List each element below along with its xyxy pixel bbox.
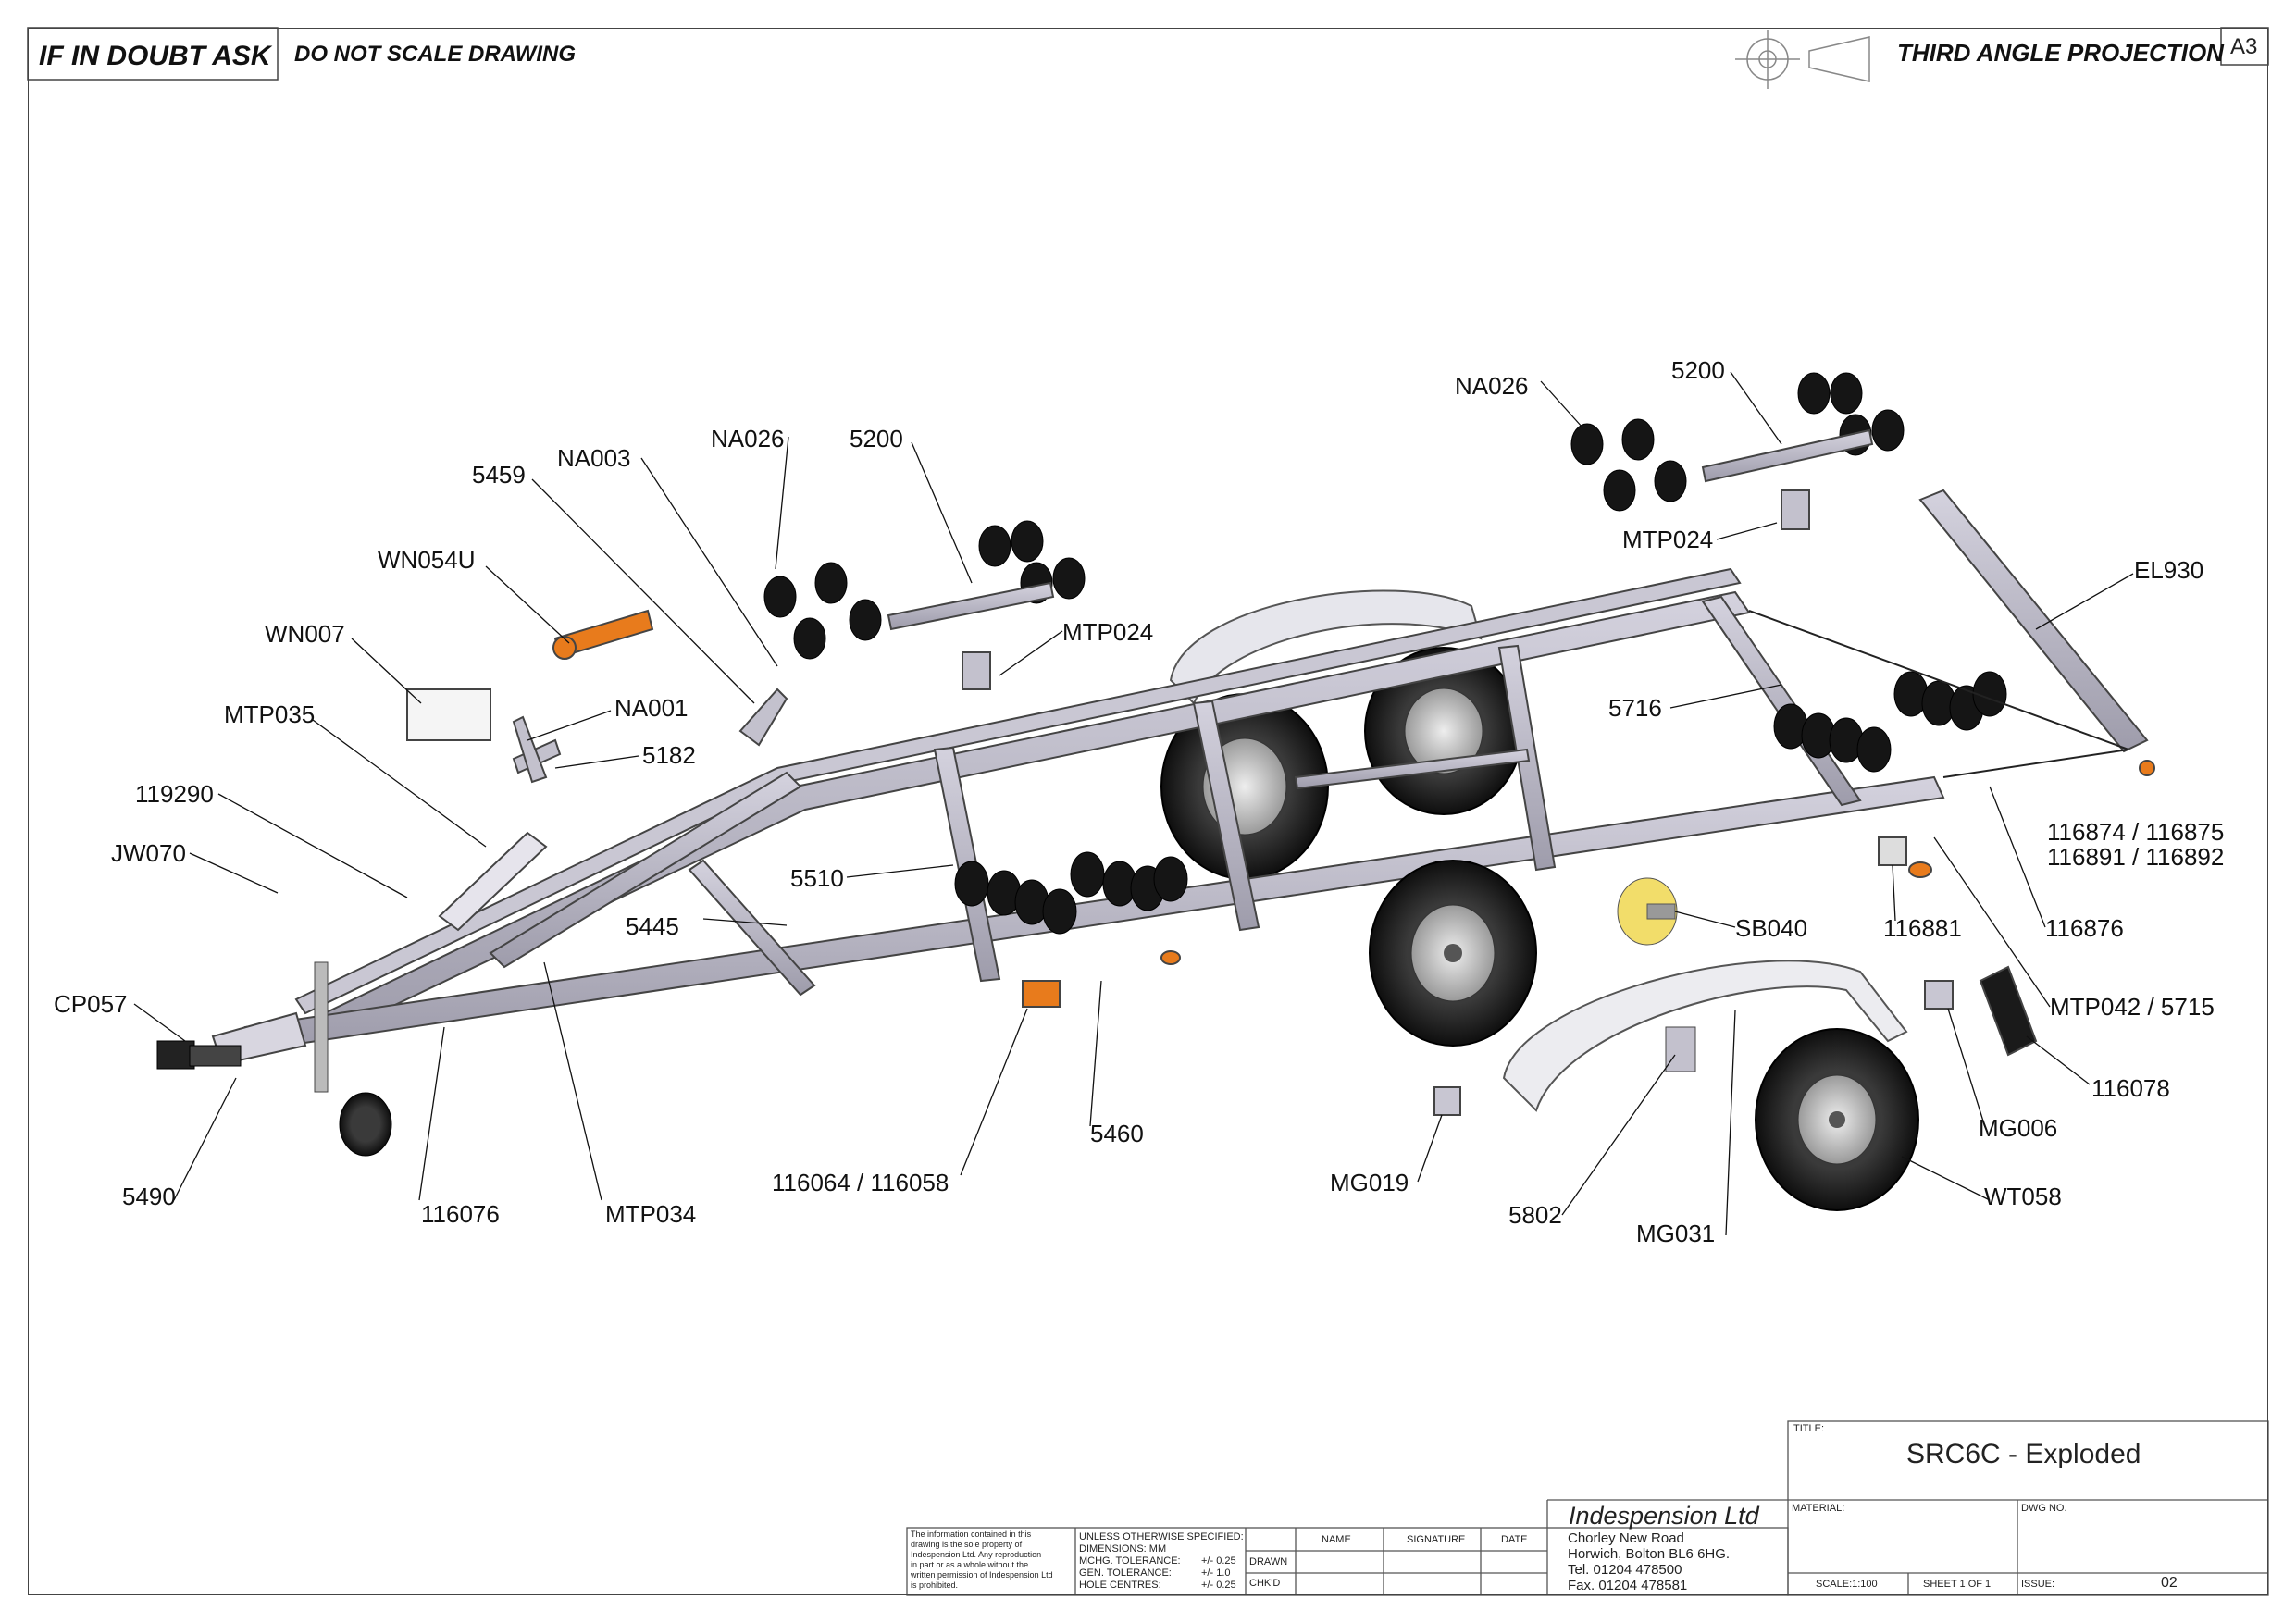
company-address-2: Horwich, Bolton BL6 6HG. (1568, 1546, 1731, 1562)
disclaimer-line-6: is prohibited. (911, 1580, 959, 1590)
do-not-scale-drawing: DO NOT SCALE DRAWING (294, 42, 576, 67)
callout-na001: NA001 (614, 694, 689, 722)
callout-mtp024-rear: MTP024 (1622, 526, 1714, 553)
callout-5490: 5490 (122, 1183, 176, 1210)
company-tel: Tel. 01204 478500 (1568, 1562, 1682, 1578)
row-drawn: DRAWN (1249, 1556, 1288, 1567)
hub-sb040 (1617, 877, 1678, 946)
callout-5716: 5716 (1608, 694, 1662, 722)
sheet-number: SHEET 1 OF 1 (1923, 1579, 1992, 1590)
callout-5200-front: 5200 (850, 425, 903, 452)
mudguard-exploded (1502, 960, 1908, 1112)
callout-5460: 5460 (1090, 1120, 1144, 1147)
callout-119290: 119290 (135, 780, 214, 808)
disclaimer-line-1: The information contained in this (911, 1530, 1032, 1539)
callout-mtp034: MTP034 (605, 1200, 697, 1228)
coupling (156, 1040, 242, 1070)
company-name: Indespension Ltd (1569, 1502, 1759, 1530)
callout-116881: 116881 (1883, 914, 1962, 942)
leader-lines (133, 371, 2134, 1236)
callout-cp057: CP057 (54, 990, 128, 1018)
callout-wt058: WT058 (1984, 1183, 2062, 1210)
winch-post (406, 609, 654, 932)
dwg-no-label: DWG NO. (2021, 1503, 2067, 1514)
jockey-wheel (314, 961, 392, 1157)
brackets (512, 489, 1810, 784)
hole-centres-label: HOLE CENTRES: (1079, 1580, 1161, 1591)
callout-5802: 5802 (1508, 1201, 1562, 1229)
if-in-doubt-ask: IF IN DOUBT ASK (39, 41, 271, 71)
disclaimer-line-5: written permission of Indespension Ltd (911, 1570, 1053, 1580)
projection-symbol (1735, 30, 1870, 89)
callout-116078: 116078 (2091, 1074, 2170, 1102)
callout-mg019: MG019 (1330, 1169, 1409, 1196)
callout-116891-116892: 116891 / 116892 (2047, 843, 2225, 871)
light-board-el930 (1748, 489, 2155, 778)
col-signature: SIGNATURE (1407, 1534, 1466, 1545)
exploded-rollers-front (763, 520, 1086, 660)
company-address-1: Chorley New Road (1568, 1530, 1684, 1546)
exploded-rollers-rear (1570, 372, 1905, 512)
chassis-rollers (954, 671, 2007, 935)
unless-specified: UNLESS OTHERWISE SPECIFIED: (1079, 1531, 1244, 1542)
callout-5182: 5182 (642, 741, 696, 769)
title-block-grid (906, 1420, 2269, 1596)
sheet-size: A3 (2230, 34, 2258, 59)
callout-wn054u: WN054U (378, 546, 476, 574)
drawing-border (28, 28, 2268, 1595)
small-parts (1022, 836, 2038, 1116)
disclaimer-line-4: in part or as a whole without the (911, 1560, 1029, 1569)
callout-na026-front: NA026 (711, 425, 785, 452)
callout-na003: NA003 (557, 444, 631, 472)
callout-5459: 5459 (472, 461, 526, 489)
dimensions-mm: DIMENSIONS: MM (1079, 1543, 1167, 1555)
scale-value: SCALE:1:100 (1816, 1579, 1878, 1590)
disclaimer-line-3: Indespension Ltd. Any reproduction (911, 1550, 1042, 1559)
title-label: TITLE: (1793, 1423, 1825, 1434)
callout-na026-rear: NA026 (1455, 372, 1529, 400)
callout-mg006: MG006 (1979, 1114, 2058, 1142)
callout-jw070: JW070 (111, 839, 186, 867)
wheel-axle-front (1369, 860, 1537, 1047)
company-fax: Fax. 01204 478581 (1568, 1578, 1688, 1593)
callout-mg031: MG031 (1636, 1220, 1716, 1247)
bogie-bar-front (887, 581, 1055, 631)
callout-mtp035: MTP035 (224, 700, 316, 728)
row-chkd: CHK'D (1249, 1578, 1281, 1589)
material-label: MATERIAL: (1792, 1503, 1845, 1514)
callout-el930: EL930 (2134, 556, 2204, 584)
col-name: NAME (1322, 1534, 1351, 1545)
callout-116064-116058: 116064 / 116058 (772, 1169, 949, 1196)
col-date: DATE (1501, 1534, 1528, 1545)
hole-centres-value: +/- 0.25 (1201, 1580, 1236, 1591)
mchg-tolerance-value: +/- 0.25 (1201, 1555, 1236, 1567)
callout-116076: 116076 (421, 1200, 500, 1228)
chassis-frame (211, 567, 1945, 1066)
callout-116876: 116876 (2045, 914, 2124, 942)
callout-mtp042-5715: MTP042 / 5715 (2050, 993, 2215, 1021)
callout-5445: 5445 (626, 912, 679, 940)
callout-5200-rear: 5200 (1671, 356, 1725, 384)
mchg-tolerance-label: MCHG. TOLERANCE: (1079, 1555, 1181, 1567)
bogie-bar-rear (1701, 428, 1874, 483)
third-angle-projection: THIRD ANGLE PROJECTION (1897, 39, 2224, 67)
disclaimer-line-2: drawing is the sole property of (911, 1540, 1023, 1549)
callout-wn007: WN007 (265, 620, 345, 648)
callout-sb040: SB040 (1735, 914, 1808, 942)
gen-tolerance-label: GEN. TOLERANCE: (1079, 1567, 1172, 1579)
wheel-wt058 (1755, 1028, 1919, 1211)
issue-value: 02 (2161, 1575, 2178, 1591)
callout-116874-116875: 116874 / 116875 (2047, 818, 2225, 846)
issue-label: ISSUE: (2021, 1579, 2055, 1590)
callout-mtp024-front: MTP024 (1062, 618, 1154, 646)
drawing-title: SRC6C - Exploded (1906, 1439, 2141, 1469)
callout-5510: 5510 (790, 864, 844, 892)
gen-tolerance-value: +/- 1.0 (1201, 1567, 1231, 1579)
